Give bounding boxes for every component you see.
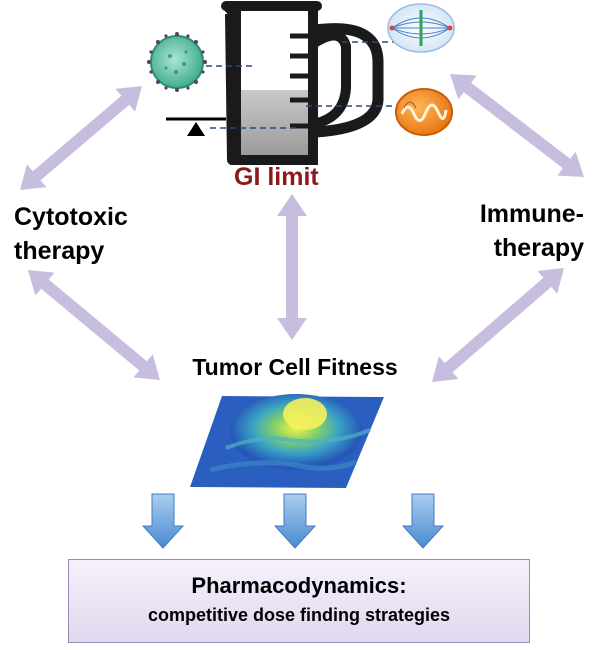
mitochondrion-icon [395, 88, 453, 136]
virus-cell-icon [147, 32, 207, 92]
arrow-immune-fitness [432, 268, 564, 382]
immunotherapy-label: Immune- therapy [480, 197, 584, 265]
cytotoxic-line1: Cytotoxic [14, 203, 128, 231]
arrow-mito-immune [450, 74, 584, 177]
pharmacodynamics-subtitle: competitive dose finding strategies [147, 605, 451, 625]
pharmacodynamics-box: Pharmacodynamics: competitive dose findi… [68, 559, 530, 643]
arrow-virus-cytotoxic [20, 86, 142, 190]
measuring-jug-icon [221, 1, 384, 165]
immune-line1: Immune- [479, 200, 584, 228]
down-arrow-right [401, 493, 445, 549]
pharmacodynamics-title: Pharmacodynamics: [191, 573, 407, 598]
down-arrow-center [273, 493, 317, 549]
fitness-landscape-icon [190, 394, 384, 488]
down-arrow-left [141, 493, 185, 549]
mitotic-spindle-icon [387, 3, 455, 53]
arrow-cytotoxic-fitness [28, 270, 160, 380]
balance-scale-icon [166, 117, 226, 136]
cytotoxic-therapy-label: Cytotoxic therapy [14, 200, 128, 268]
arrow-jug-fitness [277, 194, 307, 340]
cytotoxic-line2: therapy [14, 237, 105, 265]
gi-limit-label: GI limit [234, 163, 319, 191]
tumor-cell-fitness-label: Tumor Cell Fitness [192, 354, 398, 380]
immune-line2: therapy [493, 234, 584, 262]
